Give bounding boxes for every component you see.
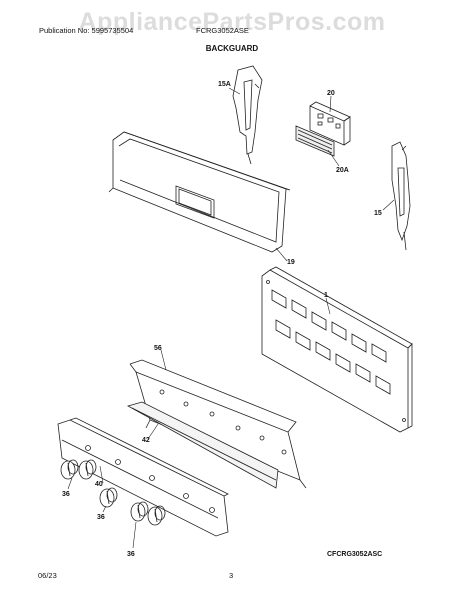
callout-20a: 20A xyxy=(336,167,349,174)
part-20a-overlay xyxy=(295,125,335,157)
part-36-knob xyxy=(78,459,97,480)
callout-leaders xyxy=(67,87,395,549)
callout-15a: 15A xyxy=(218,81,231,88)
drawing-code: CFCRG3052ASC xyxy=(327,551,383,558)
part-15-end-bracket xyxy=(391,141,411,251)
callout-36: 36 xyxy=(127,551,135,558)
callout-36: 36 xyxy=(97,514,105,521)
part-36-knob xyxy=(60,459,79,480)
page-number: 3 xyxy=(229,571,234,580)
callout-19: 19 xyxy=(287,259,295,266)
part-15a-end-bracket xyxy=(232,65,263,165)
callout-42: 42 xyxy=(142,437,150,444)
section-title: BACKGUARD xyxy=(205,44,259,53)
part-19-backguard-panel xyxy=(108,131,291,253)
callout-36: 36 xyxy=(62,491,70,498)
model-number: FCRG3052ASE xyxy=(196,26,249,35)
callout-20: 20 xyxy=(327,90,335,97)
callout-56: 56 xyxy=(154,345,162,352)
callout-1: 1 xyxy=(324,292,328,299)
part-36-knob xyxy=(99,487,118,508)
watermark: AppliancePartsPros.com xyxy=(78,8,386,36)
part-20-control-board xyxy=(309,101,351,146)
part-36-knob xyxy=(147,505,166,526)
publication-number: Publication No: 5995735504 xyxy=(39,26,134,35)
part-1-rear-panel xyxy=(261,266,413,433)
callout-15: 15 xyxy=(374,210,382,217)
callout-40: 40 xyxy=(95,481,103,488)
part-42-trim-strip xyxy=(126,401,279,489)
part-36-knob xyxy=(130,501,149,522)
part-40-control-panel xyxy=(57,417,229,537)
footer-date: 06/23 xyxy=(38,571,57,580)
